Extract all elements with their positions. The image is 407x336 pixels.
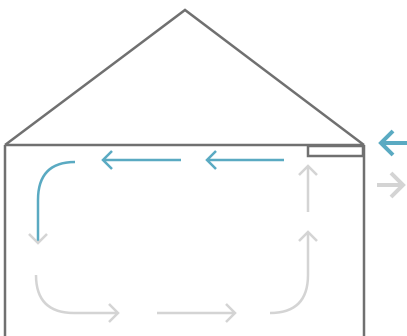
inflow-arrow [378,129,407,157]
roof [4,8,365,146]
ceiling-arrow-right [205,150,284,170]
outflow-arrow [377,171,406,199]
rise-arrow-lower [269,230,318,315]
vent [306,144,365,158]
floor-arrow-left [74,303,120,323]
outside-arrows [377,129,407,199]
rise-arrow-upper [298,164,318,212]
circulation-loop [28,150,318,323]
floor-curve [34,274,75,315]
house-outline [3,8,366,336]
ceiling-arrow-left [101,150,181,170]
floor-arrow-right [157,303,237,323]
corner-curve-down [28,160,76,245]
